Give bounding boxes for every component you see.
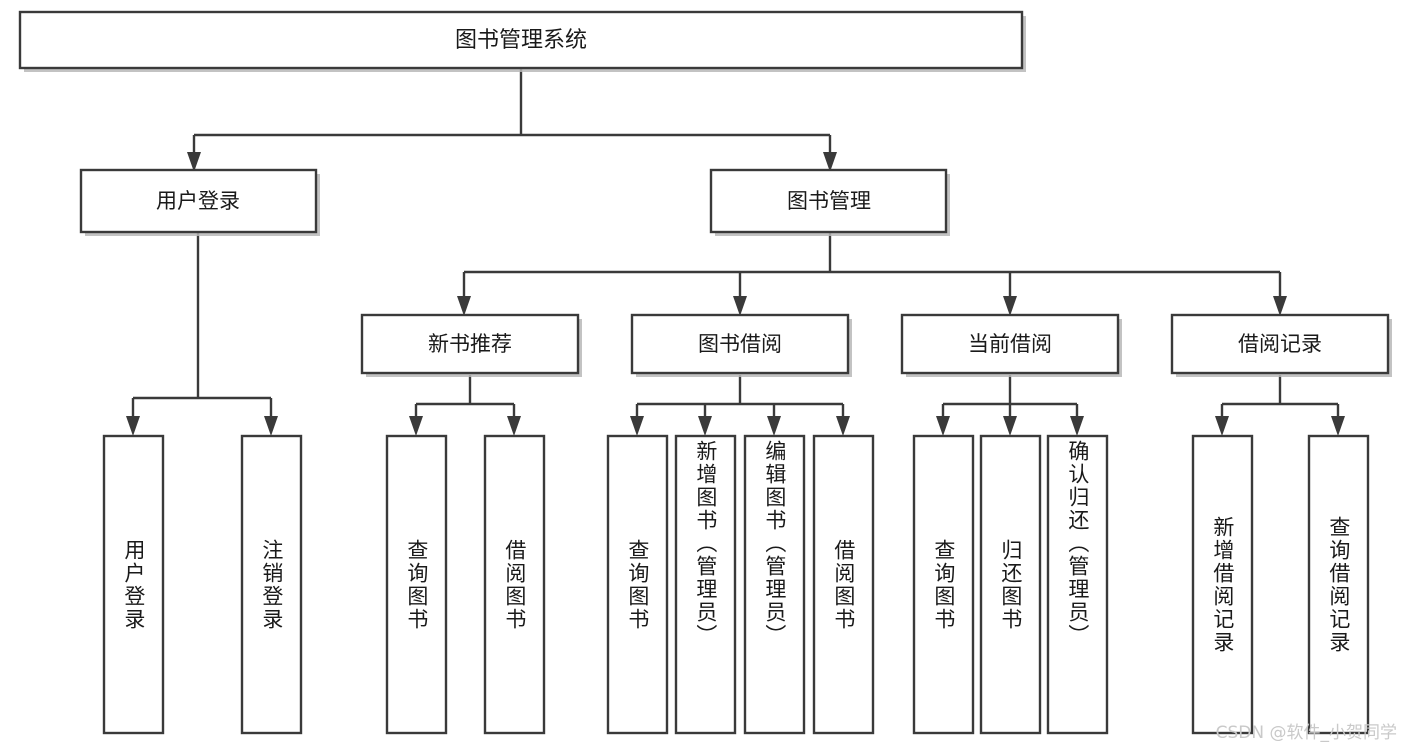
arrow-to-leaf-confirm-return — [1070, 416, 1084, 436]
arrow-to-leaf-borrow-book-1 — [507, 416, 521, 436]
edge-layer — [126, 68, 1345, 436]
borrow-record-rect[interactable] — [1170, 313, 1390, 375]
arrow-to-leaf-return-book — [1003, 416, 1017, 436]
leaf-rect-add-record[interactable] — [1191, 434, 1254, 735]
leaf-rect-edit-book[interactable] — [743, 434, 806, 735]
arrow-to-user-login — [187, 152, 201, 172]
new-book-recommend-label: 新书推荐 — [428, 332, 512, 356]
user-login-label: 用户登录 — [156, 189, 240, 213]
node-new-book-recommend[interactable]: 新书推荐 — [360, 313, 582, 377]
arrow-to-leaf-user-login — [126, 416, 140, 436]
leaf-rect-confirm-return[interactable] — [1046, 434, 1109, 735]
leaf-rect-query-book-2[interactable] — [606, 434, 669, 735]
leaf-rect-query-book-3[interactable] — [912, 434, 975, 735]
leaf-rect-logout[interactable] — [240, 434, 303, 735]
book-borrow-label: 图书借阅 — [698, 332, 782, 356]
arrow-to-new-book-recommend — [457, 296, 471, 316]
book-borrow-rect[interactable] — [630, 313, 850, 375]
arrow-to-leaf-query-book-1 — [409, 416, 423, 436]
node-user-login[interactable]: 用户登录 — [79, 168, 320, 236]
edge-currentborrow-to-leaf-bus — [941, 375, 1079, 422]
arrow-to-leaf-query-book-2 — [630, 416, 644, 436]
arrow-to-current-borrow — [1003, 296, 1017, 316]
edge-userlogin-to-leaf-bus — [131, 232, 273, 422]
node-layer: 图书管理系统 用户登录 图书管理 新书推荐 图书 — [18, 10, 1392, 735]
edge-bookmanage-to-level3-bus — [462, 232, 1282, 302]
arrow-to-leaf-logout — [264, 416, 278, 436]
root-rect[interactable] — [18, 10, 1024, 70]
new-book-recommend-rect[interactable] — [360, 313, 580, 375]
leaf-rect-query-book-1[interactable] — [385, 434, 448, 735]
arrow-to-leaf-add-book — [698, 416, 712, 436]
leaf-rect-add-book[interactable] — [674, 434, 737, 735]
arrow-to-book-manage — [823, 152, 837, 172]
arrow-to-leaf-query-record — [1331, 416, 1345, 436]
user-login-rect[interactable] — [79, 168, 318, 234]
edge-newbook-to-leaf-bus — [414, 375, 516, 422]
arrow-to-leaf-query-book-3 — [936, 416, 950, 436]
arrow-to-leaf-borrow-book-2 — [836, 416, 850, 436]
book-manage-label: 图书管理 — [787, 189, 871, 213]
book-manage-rect[interactable] — [709, 168, 948, 234]
node-book-borrow[interactable]: 图书借阅 — [630, 313, 852, 377]
node-root[interactable]: 图书管理系统 — [18, 10, 1026, 72]
node-current-borrow[interactable]: 当前借阅 — [900, 313, 1122, 377]
edge-bookborrow-to-leaf-bus — [635, 375, 845, 422]
leaf-rect-borrow-book-1[interactable] — [483, 434, 546, 735]
current-borrow-label: 当前借阅 — [968, 332, 1052, 356]
edge-root-to-level2-bus — [192, 68, 832, 158]
node-borrow-record[interactable]: 借阅记录 — [1170, 313, 1392, 377]
arrow-to-leaf-edit-book — [767, 416, 781, 436]
arrow-to-book-borrow — [733, 296, 747, 316]
borrow-record-label: 借阅记录 — [1238, 332, 1322, 356]
leaf-rect-borrow-book-2[interactable] — [812, 434, 875, 735]
leaf-rect-user-login[interactable] — [102, 434, 165, 735]
node-book-manage[interactable]: 图书管理 — [709, 168, 950, 236]
edge-borrowrecord-to-leaf-bus — [1220, 375, 1340, 422]
leaf-rect-return-book[interactable] — [979, 434, 1042, 735]
arrow-to-borrow-record — [1273, 296, 1287, 316]
current-borrow-rect[interactable] — [900, 313, 1120, 375]
root-label: 图书管理系统 — [455, 28, 587, 53]
arrow-to-leaf-add-record — [1215, 416, 1229, 436]
leaf-rect-query-record[interactable] — [1307, 434, 1370, 735]
